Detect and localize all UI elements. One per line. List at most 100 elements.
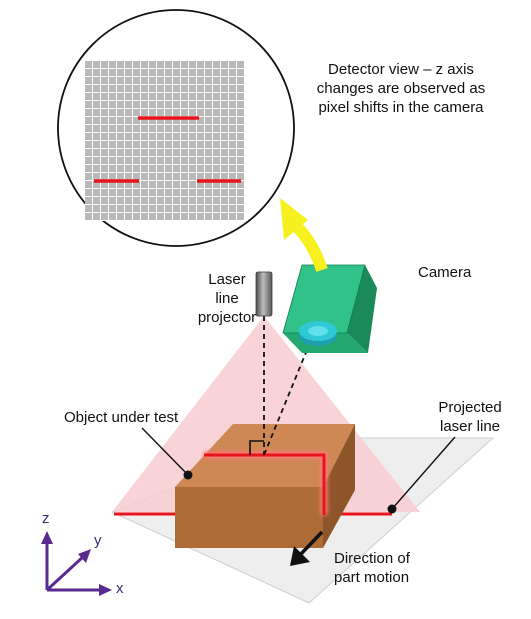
detector-pixel [133, 109, 140, 116]
detector-pixel [205, 189, 212, 196]
detector-pixel [221, 101, 228, 108]
detector-pixel [197, 61, 204, 68]
detector-pixel [93, 213, 100, 220]
detector-pixel [197, 205, 204, 212]
detector-pixel [197, 197, 204, 204]
detector-pixel [221, 77, 228, 84]
detector-pixel [141, 101, 148, 108]
detector-pixel [117, 125, 124, 132]
detector-pixel [85, 109, 92, 116]
detector-pixel [157, 141, 164, 148]
detector-pixel [213, 125, 220, 132]
detector-pixel [221, 141, 228, 148]
detector-pixel [125, 69, 132, 76]
detector-pixel [189, 61, 196, 68]
detector-pixel [229, 77, 236, 84]
detector-pixel [197, 157, 204, 164]
detector-pixel [205, 85, 212, 92]
detector-pixel [141, 125, 148, 132]
detector-pixel [149, 77, 156, 84]
detector-pixel [125, 173, 132, 180]
detector-pixel [165, 173, 172, 180]
detector-pixel [181, 197, 188, 204]
detector-pixel [149, 133, 156, 140]
detector-pixel [197, 173, 204, 180]
detector-pixel [133, 141, 140, 148]
detector-pixel [237, 85, 244, 92]
detector-pixel [93, 133, 100, 140]
detector-pixel [85, 85, 92, 92]
detector-pixel [165, 69, 172, 76]
detector-pixel [165, 213, 172, 220]
detector-pixel [181, 213, 188, 220]
detector-pixel [109, 69, 116, 76]
camera-label: Camera [418, 264, 472, 281]
detector-pixel [125, 77, 132, 84]
detector-pixel [205, 165, 212, 172]
detector-pixel [93, 157, 100, 164]
detector-pixel [157, 101, 164, 108]
detector-pixel [213, 69, 220, 76]
detector-pixel [141, 93, 148, 100]
detector-pixel [93, 181, 100, 188]
detector-pixel [173, 189, 180, 196]
detector-pixel [101, 213, 108, 220]
detector-pixel [165, 77, 172, 84]
motion-label-line-1: Direction of [334, 550, 410, 567]
detector-pixel [85, 101, 92, 108]
detector-pixel [181, 149, 188, 156]
detector-pixel [237, 149, 244, 156]
detector-pixel [165, 189, 172, 196]
detector-pixel [221, 109, 228, 116]
detector-pixel [117, 69, 124, 76]
camera-view-dashed [263, 349, 308, 456]
detector-pixel [133, 77, 140, 84]
detector-pixel [197, 165, 204, 172]
detector-pixel [237, 157, 244, 164]
detector-pixel [181, 61, 188, 68]
object-under-test [175, 424, 355, 548]
detector-pixel [181, 157, 188, 164]
detector-pixel-grid [85, 61, 245, 221]
detector-pixel [205, 213, 212, 220]
detector-pixel [189, 93, 196, 100]
laser-projector-label: Laser line projector [190, 270, 264, 327]
detector-pixel [189, 141, 196, 148]
detector-pixel [109, 109, 116, 116]
detector-pixel [149, 69, 156, 76]
detector-pixel [237, 133, 244, 140]
detector-pixel [213, 77, 220, 84]
detector-pixel [133, 157, 140, 164]
detector-pixel [165, 157, 172, 164]
detector-pixel [189, 157, 196, 164]
detector-pixel [205, 205, 212, 212]
detector-pixel [237, 205, 244, 212]
detector-pixel [133, 61, 140, 68]
detector-pixel [157, 165, 164, 172]
detector-pixel [141, 141, 148, 148]
detector-pixel [85, 125, 92, 132]
detector-pixel [109, 61, 116, 68]
detector-pixel [229, 141, 236, 148]
detector-pixel [109, 165, 116, 172]
detector-pixel [197, 189, 204, 196]
detector-pixel [181, 85, 188, 92]
camera-lens [299, 321, 337, 346]
detector-pixel [117, 181, 124, 188]
detector-pixel [101, 125, 108, 132]
detector-pixel [149, 125, 156, 132]
detector-pixel [213, 117, 220, 124]
detector-pixel [93, 69, 100, 76]
detector-pixel [125, 213, 132, 220]
detector-pixel [221, 173, 228, 180]
detector-pixel [101, 149, 108, 156]
detector-pixel [149, 181, 156, 188]
box-side-face [323, 424, 355, 548]
detector-pixel [181, 181, 188, 188]
laser-projector-body [255, 271, 273, 317]
detector-pixel [109, 173, 116, 180]
motion-label-line-2: part motion [334, 569, 410, 586]
detector-pixel [133, 69, 140, 76]
detector-pixel [117, 157, 124, 164]
